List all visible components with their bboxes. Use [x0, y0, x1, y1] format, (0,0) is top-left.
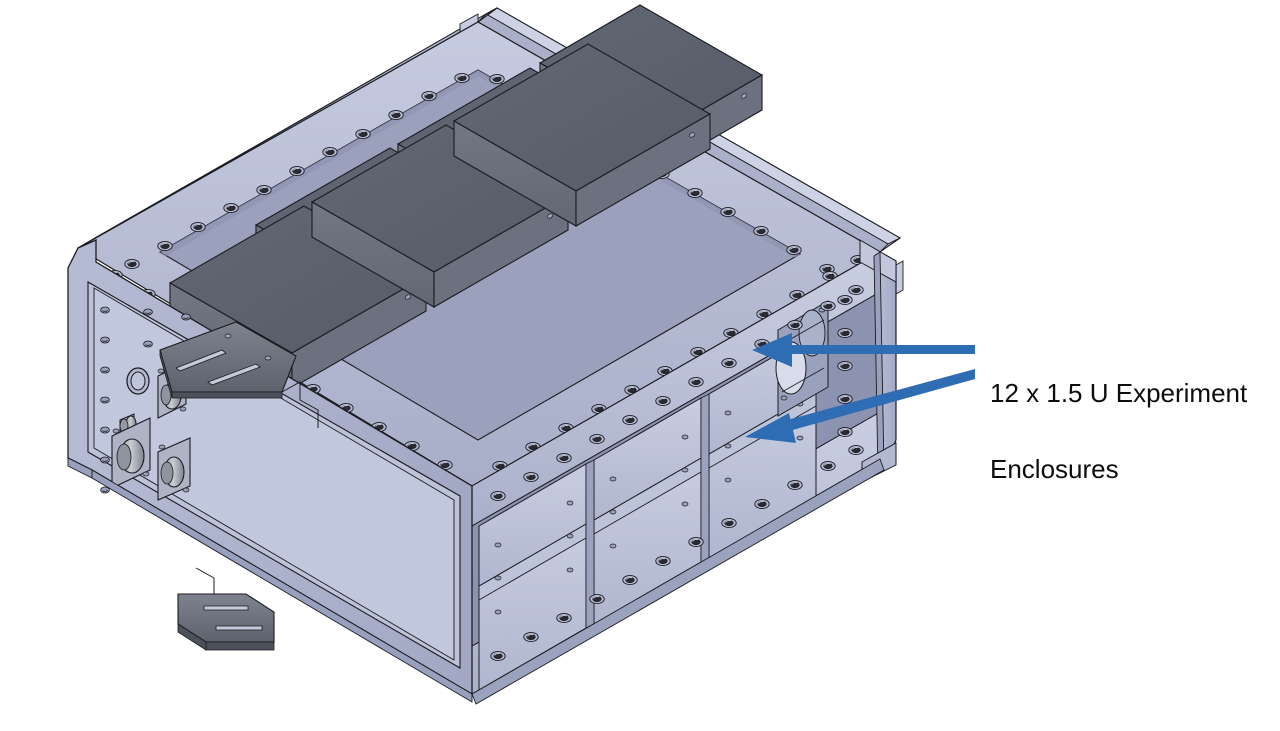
callout-arrows	[745, 333, 975, 443]
left-plate-edge-thickness	[67, 457, 473, 703]
callout-label: 12 x 1.5 U Experiment Enclosures	[990, 336, 1280, 488]
callout-line-2: Enclosures	[990, 454, 1119, 484]
front-bottom-edge	[471, 458, 885, 705]
lower-arrow	[745, 369, 975, 443]
bottom-mounting-bracket	[177, 593, 275, 651]
callout-line-1: 12 x 1.5 U Experiment	[990, 378, 1248, 408]
enclosure-front-1	[478, 463, 587, 691]
circular-connector-large[interactable]	[111, 417, 151, 489]
upper-arrow	[752, 333, 975, 367]
circular-connector-lower[interactable]	[157, 437, 191, 501]
enclosure-front-2	[593, 397, 702, 625]
blank-port-hole	[126, 367, 150, 395]
top-mounting-bracket	[159, 321, 297, 399]
enclosure-top-front-3	[452, 43, 712, 227]
front-right-side-wall	[471, 250, 881, 696]
